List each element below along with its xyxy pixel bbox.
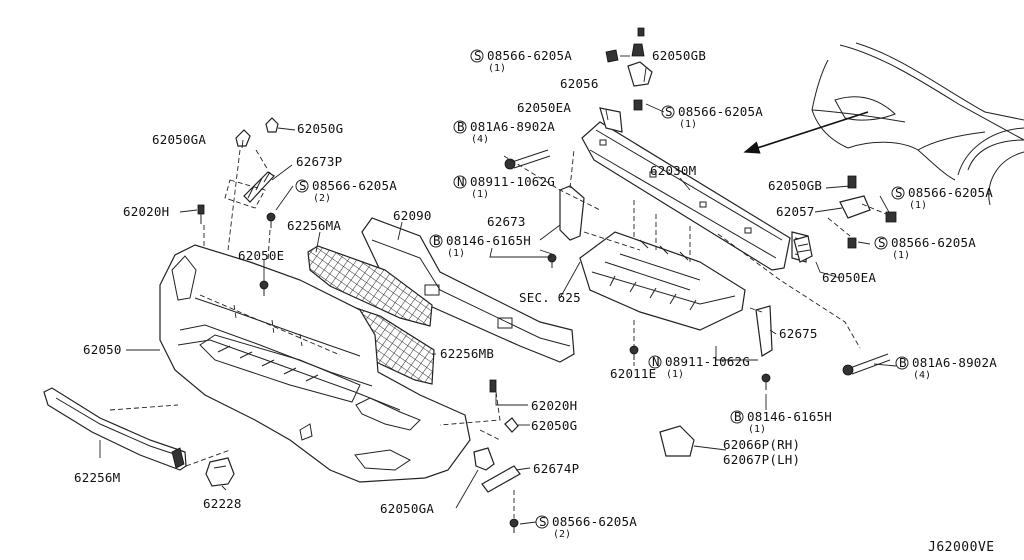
center-top-fasteners xyxy=(605,27,653,111)
lower-right-brackets xyxy=(473,185,773,493)
part-labels: S 08566-6205A (1) 62050GB 62056 62050EA … xyxy=(74,48,997,555)
svg-text:N: N xyxy=(457,174,465,189)
label-62050GB[interactable]: 62050GB xyxy=(652,48,706,63)
svg-text:08566-6205A: 08566-6205A xyxy=(908,185,993,200)
upper-grille xyxy=(307,245,433,327)
label-08566-6205A-2[interactable]: S 08566-6205A (1) xyxy=(661,104,763,130)
label-62050G[interactable]: 62050G xyxy=(297,121,343,136)
label-62067P-lh[interactable]: 62067P(LH) xyxy=(723,452,800,467)
label-62673[interactable]: 62673 xyxy=(487,214,526,229)
svg-text:(1): (1) xyxy=(447,248,465,259)
svg-text:08911-1062G: 08911-1062G xyxy=(665,354,750,369)
label-08566-6205A-3[interactable]: S 08566-6205A (2) xyxy=(295,178,397,204)
bolts xyxy=(259,149,891,533)
svg-text:(1): (1) xyxy=(679,119,697,130)
label-62050[interactable]: 62050 xyxy=(83,342,122,357)
svg-text:(4): (4) xyxy=(913,370,931,381)
svg-text:S: S xyxy=(895,185,903,200)
label-08911-1062G[interactable]: N 08911-1062G (1) xyxy=(453,174,555,200)
svg-text:B: B xyxy=(734,409,742,424)
label-08146-6165H[interactable]: B 08146-6165H (1) xyxy=(429,233,531,259)
leader-lines xyxy=(99,55,897,525)
right-clip-62050EA xyxy=(793,235,813,263)
dashed-lines xyxy=(109,149,887,518)
svg-text:(1): (1) xyxy=(909,200,927,211)
tow-hook-cap xyxy=(205,457,235,487)
svg-text:08146-6165H: 08146-6165H xyxy=(446,233,531,248)
label-62050E[interactable]: 62050E xyxy=(238,248,284,263)
label-62050GA[interactable]: 62050GA xyxy=(152,132,206,147)
label-62675[interactable]: 62675 xyxy=(779,326,818,341)
svg-text:(4): (4) xyxy=(471,134,489,145)
label-62011E[interactable]: 62011E xyxy=(610,366,656,381)
svg-text:(1): (1) xyxy=(892,250,910,261)
label-62020H[interactable]: 62020H xyxy=(123,204,169,219)
svg-text:S: S xyxy=(474,48,482,63)
label-08566-6205A-4[interactable]: S 08566-6205A (1) xyxy=(891,185,993,211)
svg-text:(1): (1) xyxy=(488,63,506,74)
label-62256MB[interactable]: 62256MB xyxy=(440,346,494,361)
svg-text:08146-6165H: 08146-6165H xyxy=(747,409,832,424)
undertray xyxy=(579,231,746,331)
svg-text:B: B xyxy=(899,355,907,370)
label-62050EA-2[interactable]: 62050EA xyxy=(822,270,876,285)
label-62256MA[interactable]: 62256MA xyxy=(287,218,341,233)
svg-text:08566-6205A: 08566-6205A xyxy=(552,514,637,529)
svg-text:S: S xyxy=(299,178,307,193)
label-62674P[interactable]: 62674P xyxy=(533,461,579,476)
svg-text:08566-6205A: 08566-6205A xyxy=(678,104,763,119)
svg-text:(1): (1) xyxy=(471,189,489,200)
label-sec-625[interactable]: SEC. 625 xyxy=(519,290,581,305)
front-lip xyxy=(43,387,187,471)
label-08566-6205A-6[interactable]: S 08566-6205A (2) xyxy=(535,514,637,540)
label-62050GA-2[interactable]: 62050GA xyxy=(380,501,434,516)
label-62090[interactable]: 62090 xyxy=(393,208,432,223)
svg-text:081A6-8902A: 081A6-8902A xyxy=(912,355,997,370)
left-upper-bracket xyxy=(197,117,279,228)
label-62050EA[interactable]: 62050EA xyxy=(517,100,571,115)
right-bracket-62057 xyxy=(839,175,897,249)
label-62020H-2[interactable]: 62020H xyxy=(531,398,577,413)
svg-text:B: B xyxy=(457,119,465,134)
svg-text:(2): (2) xyxy=(553,529,571,540)
label-62056[interactable]: 62056 xyxy=(560,76,599,91)
diagram-code: J62000VE xyxy=(928,540,995,555)
svg-text:08566-6205A: 08566-6205A xyxy=(487,48,572,63)
label-62673P[interactable]: 62673P xyxy=(296,154,342,169)
label-62228[interactable]: 62228 xyxy=(203,496,242,511)
svg-text:S: S xyxy=(539,514,547,529)
label-62050G-2[interactable]: 62050G xyxy=(531,418,577,433)
car-silhouette xyxy=(743,42,1024,206)
label-08566-6205A[interactable]: S 08566-6205A (1) xyxy=(470,48,572,74)
svg-text:08566-6205A: 08566-6205A xyxy=(891,235,976,250)
svg-text:(1): (1) xyxy=(666,369,684,380)
svg-text:08911-1062G: 08911-1062G xyxy=(470,174,555,189)
label-08566-6205A-5[interactable]: S 08566-6205A (1) xyxy=(874,235,976,261)
label-08146-6165H-2[interactable]: B 08146-6165H (1) xyxy=(730,409,832,435)
svg-text:S: S xyxy=(878,235,886,250)
label-62066P-rh[interactable]: 62066P(RH) xyxy=(723,437,800,452)
svg-text:(2): (2) xyxy=(313,193,331,204)
bumper-fascia xyxy=(159,244,471,483)
label-62030M[interactable]: 62030M xyxy=(650,163,696,178)
label-08911-1062G-2[interactable]: N 08911-1062G (1) xyxy=(648,354,750,380)
label-081A6-8902A[interactable]: B 081A6-8902A (4) xyxy=(453,119,555,145)
label-62050GB-2[interactable]: 62050GB xyxy=(768,178,822,193)
svg-text:(1): (1) xyxy=(748,424,766,435)
svg-text:N: N xyxy=(652,354,660,369)
label-62057[interactable]: 62057 xyxy=(776,204,815,219)
svg-text:08566-6205A: 08566-6205A xyxy=(312,178,397,193)
label-62256M[interactable]: 62256M xyxy=(74,470,120,485)
svg-text:B: B xyxy=(433,233,441,248)
svg-text:S: S xyxy=(665,104,673,119)
label-081A6-8902A-2[interactable]: B 081A6-8902A (4) xyxy=(895,355,997,381)
svg-text:081A6-8902A: 081A6-8902A xyxy=(470,119,555,134)
